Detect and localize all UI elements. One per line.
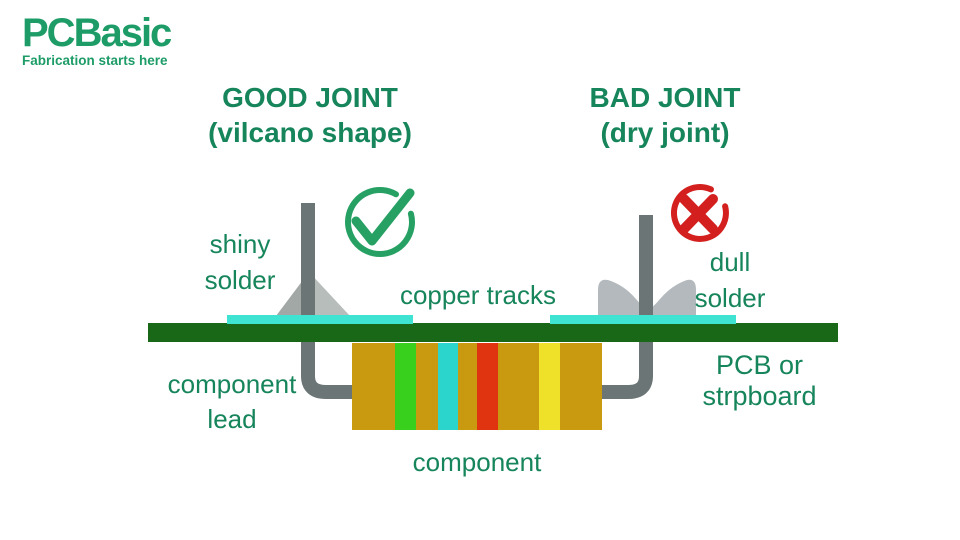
dull-solder-label-line2: solder (694, 283, 766, 313)
shiny-solder-fillet-left (276, 272, 309, 316)
component-lead-label-line2: lead (207, 404, 257, 434)
pcb-board-label-line1: PCB or (715, 350, 804, 380)
good-joint-heading: GOOD JOINT (vilcano shape) (165, 80, 455, 150)
brand-name: PCBasic (22, 11, 172, 55)
resistor-component (352, 343, 602, 430)
right-component-lead (602, 215, 653, 399)
resistor-band-yellow (539, 343, 560, 430)
copper-track-left (227, 315, 413, 324)
shiny-solder-label: shiny solder (150, 226, 330, 298)
check-circle-icon (345, 187, 415, 257)
brand-tagline: Fabrication starts here (22, 53, 168, 68)
cross-circle-icon (671, 183, 729, 242)
component-lead-label-line1: component (167, 369, 297, 399)
dull-solder-blob (598, 279, 696, 316)
shiny-solder-fillet-right (309, 272, 350, 316)
copper-tracks-label: copper tracks (399, 280, 557, 310)
bad-joint-heading: BAD JOINT (dry joint) (520, 80, 810, 150)
good-joint-title: GOOD JOINT (222, 82, 398, 113)
shiny-solder-label-line1: shiny (209, 229, 271, 259)
resistor-band-red (477, 343, 498, 430)
check-circle-ring (345, 187, 415, 257)
cross-mark-stroke-2 (679, 194, 718, 234)
pcb-board-label: PCB or strpboard (667, 350, 852, 412)
dull-solder-label: dull solder (640, 244, 820, 316)
dull-solder-label-line1: dull (709, 247, 751, 277)
pcb-board-bar (148, 323, 838, 342)
bad-joint-subtitle: (dry joint) (600, 117, 730, 148)
check-mark (351, 188, 415, 246)
brand-logo: PCBasic Fabrication starts here (22, 11, 172, 68)
resistor-band-green (395, 343, 416, 430)
copper-track-right (550, 315, 736, 324)
left-component-lead (301, 203, 352, 399)
bad-joint-title: BAD JOINT (589, 82, 741, 113)
component-lead-label: component lead (142, 367, 322, 437)
shiny-solder-label-line2: solder (204, 265, 276, 295)
component-label: component (412, 447, 542, 477)
good-joint-subtitle: (vilcano shape) (208, 117, 412, 148)
resistor-band-cyan (438, 343, 458, 430)
pcb-board-label-line2: strpboard (702, 381, 817, 411)
